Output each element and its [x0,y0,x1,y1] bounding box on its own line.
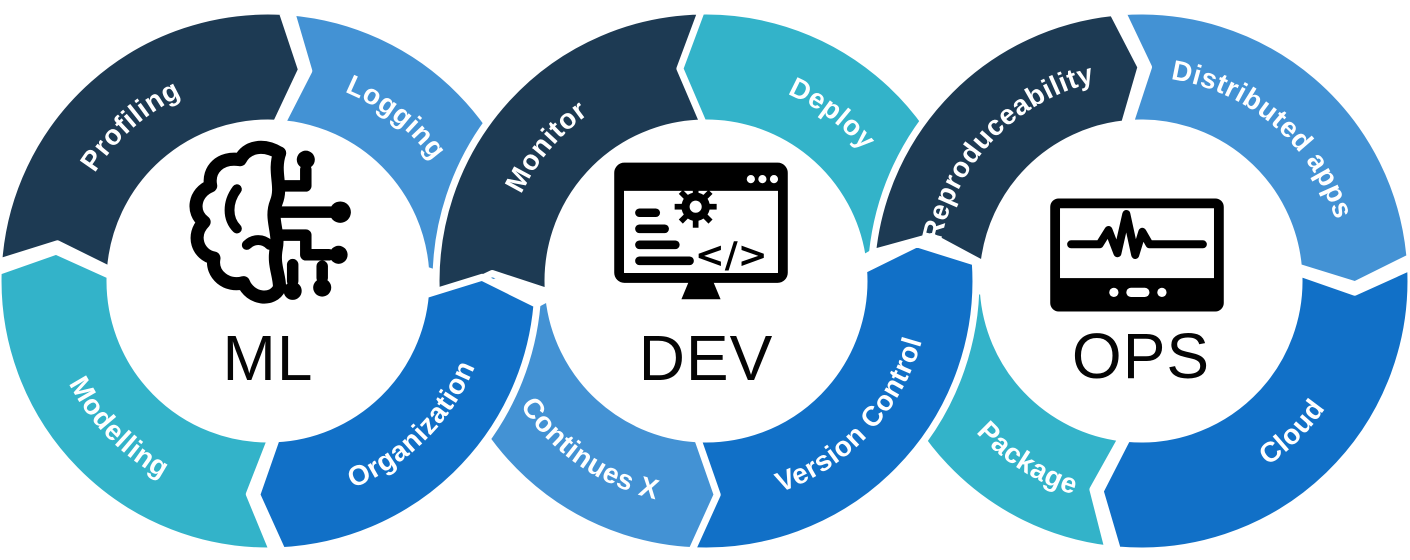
segment-modelling [0,247,277,555]
segment-organization [253,273,541,555]
text-line-icon [635,208,661,218]
segment-distributed_apps [1118,7,1410,289]
window-dot-icon [746,175,755,184]
monitor-stand [681,277,721,300]
window-dot-icon [758,175,767,184]
segment-version_control [688,240,980,555]
control-dot-icon [1109,287,1119,297]
segment-reproduceability [869,9,1145,268]
window-dot-icon [769,175,779,184]
brain-circuit-icon [189,140,351,304]
text-line-icon [635,224,669,234]
ops-center-label: OPS [1072,320,1210,392]
segment-monitor [432,7,707,304]
code-icon: </> [695,235,768,276]
ring-segments [0,7,1410,555]
gear-icon [674,185,717,228]
segment-profiling [0,7,305,274]
dev-monitor-code-icon: </> [614,162,788,300]
ops-monitor-pulse-icon [1050,198,1224,312]
pulse-line-icon [1067,210,1207,259]
text-line-icon [635,240,680,250]
segment-cloud [1096,263,1410,555]
text-line-icon [635,256,694,266]
control-dot-icon [1157,287,1167,297]
dev-center-label: DEV [639,322,774,394]
ml-center-label: ML [223,322,314,394]
control-dash-icon [1126,287,1150,297]
